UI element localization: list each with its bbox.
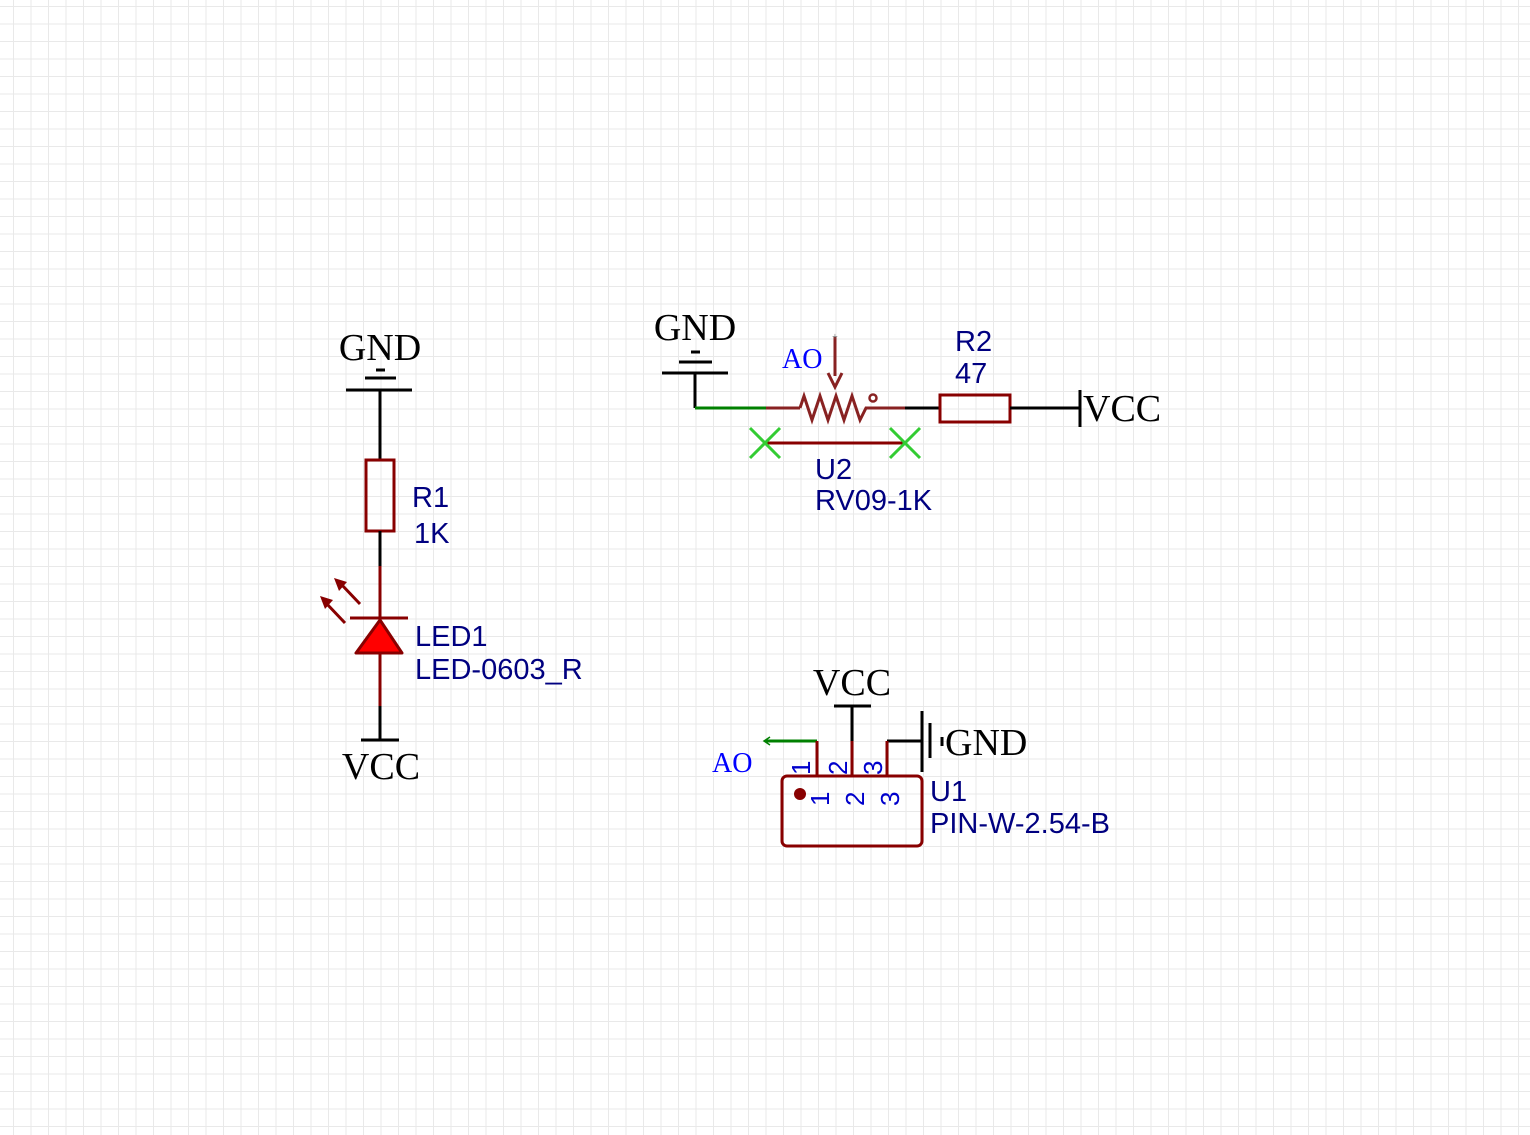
u2-value: RV09-1K [815, 485, 933, 517]
u2-zigzag [798, 391, 905, 425]
r1-body [364, 458, 396, 533]
noconnect-right-icon [888, 426, 922, 460]
u1-pin2-number-inner: 2 [840, 792, 870, 806]
net-label-ao-pot[interactable]: AO [782, 344, 822, 375]
r2-body [938, 393, 1012, 424]
u1-pin3-number-outer: 3 [858, 761, 888, 775]
u1-designator: U1 [930, 776, 967, 808]
u2-wiper-endpoint: + [832, 332, 838, 343]
u1-pin1-dot [794, 788, 806, 800]
led1-designator: LED1 [415, 621, 488, 653]
u1-pin3-number-inner: 3 [875, 792, 905, 806]
u1-value: PIN-W-2.54-B [930, 808, 1110, 840]
vcc-label-header: VCC [813, 662, 891, 704]
gnd-label-header: GND [945, 722, 1027, 764]
u1-pin1-number-outer: 1 [786, 761, 816, 775]
gnd-power-port-pot[interactable]: GND [654, 307, 736, 375]
gnd-power-port-header[interactable]: GND [920, 711, 1027, 772]
gnd-power-port-led[interactable]: GND [339, 327, 421, 392]
net-label-ao-header[interactable]: AO [712, 748, 752, 779]
u1-pin1-number-inner: 1 [805, 792, 835, 806]
vcc-label-led: VCC [342, 746, 420, 788]
u2-designator: U2 [815, 454, 852, 486]
r2-designator: R2 [955, 326, 992, 358]
led-led1[interactable]: LED1 LED-0603_R [320, 578, 583, 686]
led1-light-arrows-icon [320, 578, 362, 625]
vcc-label-pot: VCC [1083, 388, 1161, 430]
u1-body [780, 774, 924, 848]
u2-wiper-arrow-icon [826, 372, 844, 391]
resistor-r2[interactable]: R2 47 [938, 326, 1012, 424]
potentiometer-u2[interactable]: + U2 RV09-1K [748, 332, 933, 517]
header-u1[interactable]: 1 2 3 1 2 3 U1 PIN-W-2.54-B [780, 741, 1110, 848]
r2-value: 47 [955, 358, 987, 390]
u1-pin2-number-outer: 2 [823, 761, 853, 775]
vcc-power-port-header[interactable]: VCC [813, 662, 891, 708]
vcc-power-port-pot[interactable]: VCC [1078, 388, 1161, 430]
r1-designator: R1 [412, 482, 449, 514]
u2-pin1-marker [868, 393, 878, 403]
r1-value: 1K [414, 518, 450, 550]
vcc-power-port-led[interactable]: VCC [342, 738, 420, 788]
gnd-label-led: GND [339, 327, 421, 369]
net-wire-end [762, 736, 771, 746]
led1-triangle [354, 618, 404, 655]
led1-value: LED-0603_R [415, 654, 583, 686]
gnd-label-pot: GND [654, 307, 736, 349]
noconnect-left-icon [748, 426, 782, 460]
